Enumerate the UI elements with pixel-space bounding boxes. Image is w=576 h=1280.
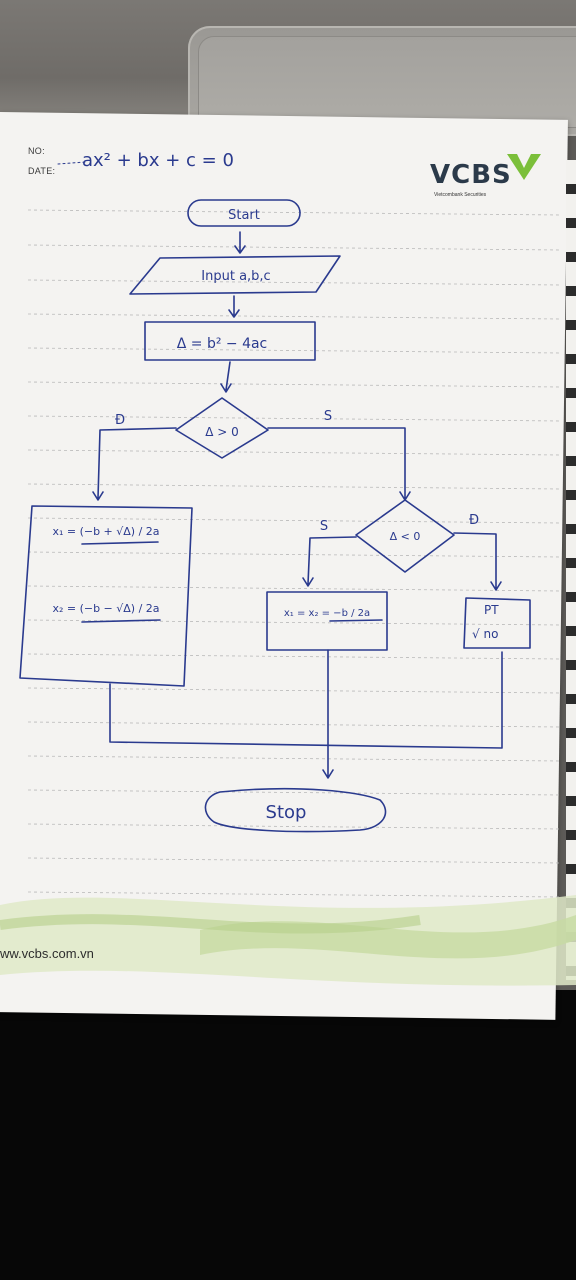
decision2-right-label: Đ [469, 513, 479, 528]
vcbs-logo: VCBS Vietcombank Securities [430, 152, 550, 200]
arrow-decision2-right [453, 532, 502, 591]
double-root-label: x₁ = x₂ = −b / 2a [284, 608, 370, 619]
compute-label: Δ = b² − 4ac [177, 336, 268, 352]
input-parallelogram-shape [129, 255, 341, 295]
notebook-spiral-edge [566, 160, 576, 980]
roots-process-shape [19, 505, 193, 687]
root-x2-label: x₂ = (−b − √Δ) / 2a [52, 602, 159, 615]
no-root-output-shape [463, 597, 531, 649]
double-root-process-shape [266, 591, 388, 651]
website-url: ww.vcbs.com.vn [0, 946, 94, 961]
brand-name: VCBS [430, 160, 512, 190]
fraction-bar-x1 [81, 541, 159, 545]
flowchart-labels: ax² + bx + c = 0 Start Input a,b,c Δ = b… [52, 150, 499, 823]
start-terminal-shape [187, 199, 301, 227]
arrow-decision1-true [267, 427, 411, 501]
dark-surface [0, 990, 576, 1280]
decision1-true-label: S [324, 409, 332, 424]
laptop-bezel [198, 36, 576, 128]
decision2-left-label: S [320, 519, 328, 534]
root-x1-label: x₁ = (−b + √Δ) / 2a [52, 525, 159, 538]
decision2-label: Δ < 0 [390, 530, 421, 543]
decision1-label: Δ > 0 [205, 425, 239, 439]
green-swoosh [0, 895, 576, 986]
no-root-line1: PT [484, 603, 499, 617]
merge-line-main [109, 651, 503, 749]
flowchart-ink [19, 161, 531, 833]
compute-process-shape [144, 321, 316, 361]
no-label: NO: [28, 146, 45, 156]
arrow-to-stop [322, 649, 334, 779]
no-root-line2: √ no [472, 627, 498, 641]
decision2-diamond-shape [355, 499, 455, 573]
fraction-bar-x2 [81, 619, 161, 623]
stop-terminal-shape [204, 787, 387, 833]
equation-text: ax² + bx + c = 0 [82, 150, 234, 171]
stop-label: Stop [266, 802, 307, 823]
date-label: DATE: [28, 166, 56, 176]
vcbs-checkmark-icon [507, 154, 541, 180]
fraction-bar-double-root [329, 619, 383, 622]
ruled-lines [27, 209, 561, 898]
arrow-start-to-input [234, 231, 246, 254]
brand-subtitle: Vietcombank Securities [434, 192, 487, 198]
arrow-decision2-left [302, 536, 357, 587]
start-label: Start [228, 208, 260, 223]
decision1-false-label: Đ [115, 413, 125, 428]
arrow-decision1-false [92, 427, 177, 501]
arrow-input-to-compute [228, 295, 240, 318]
arrow-compute-to-decision1 [220, 361, 232, 393]
input-label: Input a,b,c [201, 269, 270, 284]
decision1-diamond-shape [175, 397, 269, 459]
